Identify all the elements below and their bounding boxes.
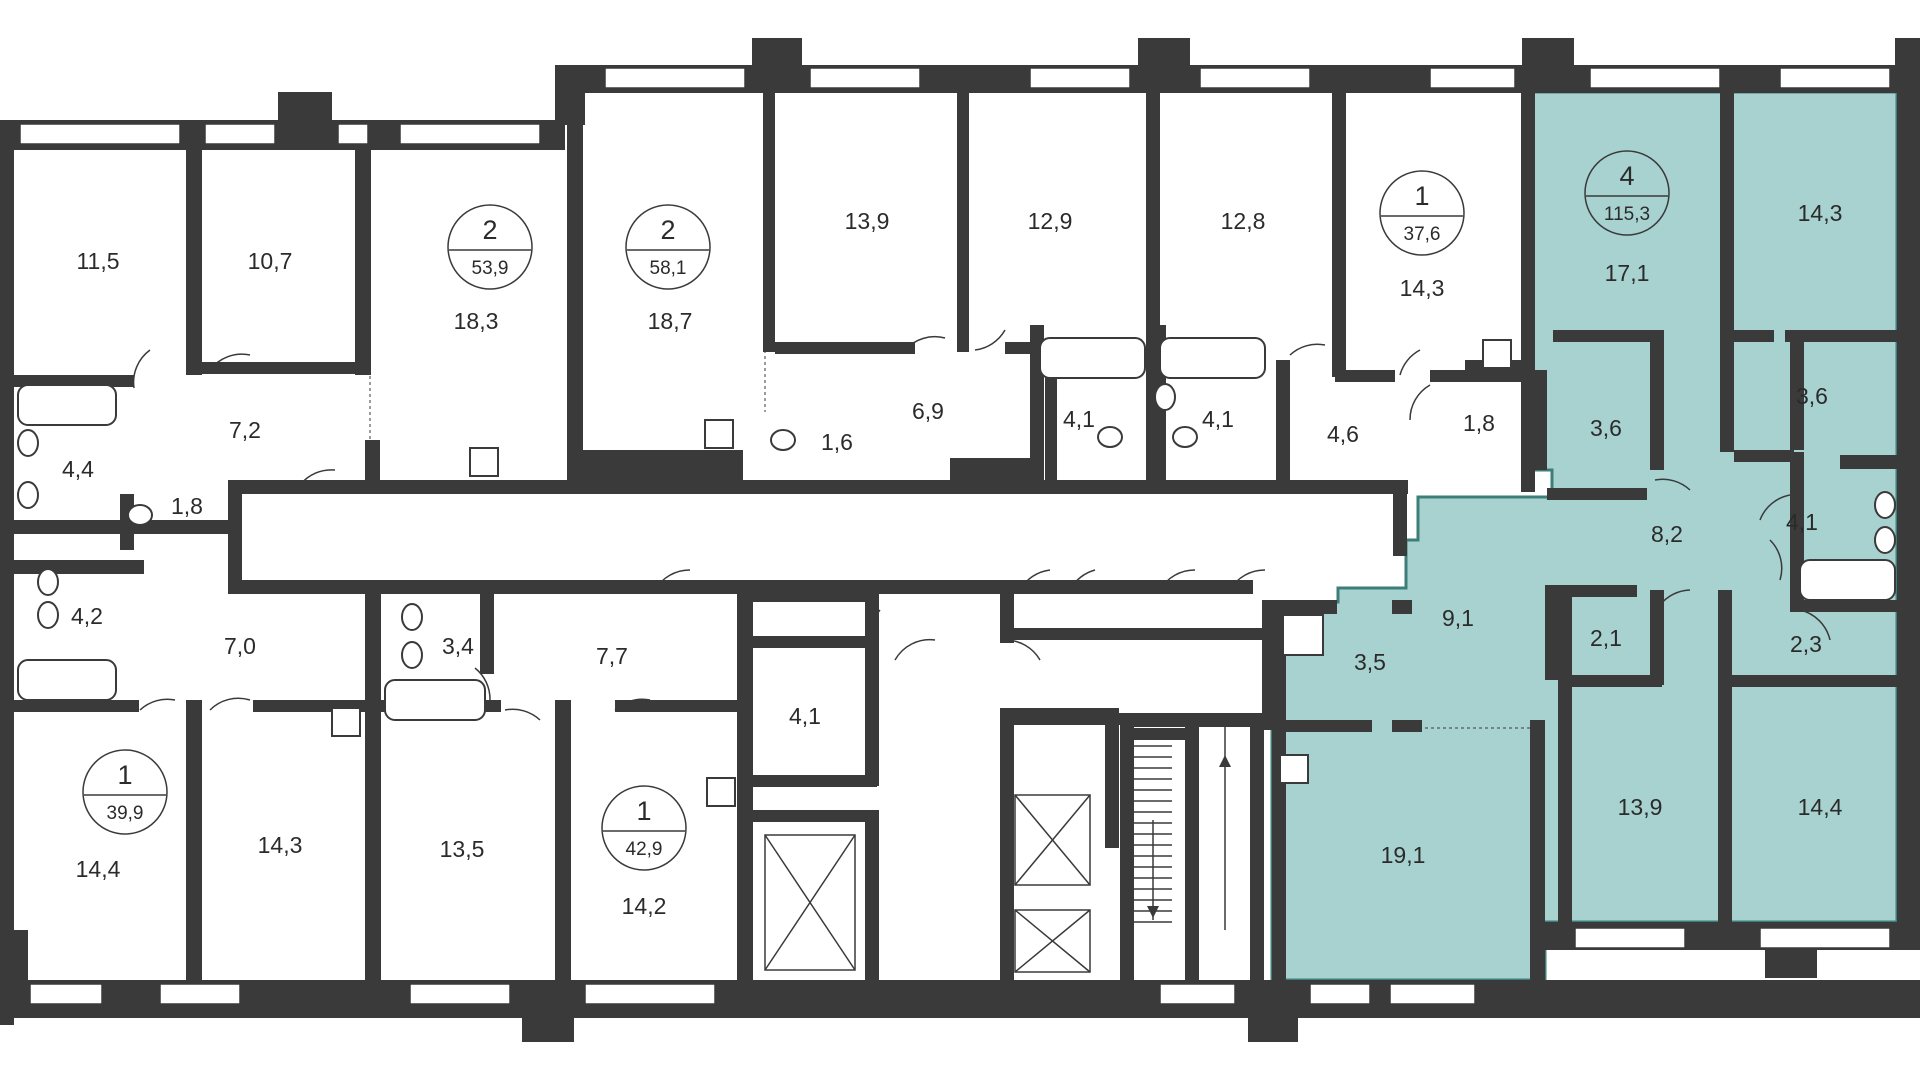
badge-area: 37,6 — [1404, 224, 1441, 245]
room-area-label: 2,3 — [1790, 631, 1822, 657]
room-area-label: 8,2 — [1651, 521, 1683, 547]
room-labels: 11,5 10,7 18,3 18,7 13,9 12,9 12,8 14,3 17,1 14,3… — [62, 200, 1843, 919]
room-area-label: 4,2 — [71, 603, 103, 629]
room-area-label: 14,4 — [1798, 794, 1843, 820]
room-area-label: 3,4 — [442, 633, 474, 659]
room-area-label: 4,1 — [1063, 406, 1095, 432]
stairwell — [764, 720, 1231, 973]
badge-circle — [601, 785, 687, 871]
room-area-label: 14,3 — [1798, 200, 1843, 226]
badge-area: 39,9 — [107, 803, 144, 824]
room-area-label: 3,5 — [1354, 649, 1386, 675]
apartment-badge-apt-1-42[interactable]: 142,9 — [601, 785, 687, 871]
room-area-label: 6,9 — [912, 398, 944, 424]
room-area-label: 17,1 — [1605, 260, 1650, 286]
badge-area: 42,9 — [626, 839, 663, 860]
room-area-label: 11,5 — [76, 248, 119, 274]
apartment-badge-apt-4-115[interactable]: 4 115,3 — [1584, 150, 1670, 236]
room-area-label: 14,3 — [1400, 275, 1445, 301]
room-area-label: 19,1 — [1381, 842, 1426, 868]
room-area-label: 4,4 — [62, 456, 94, 482]
room-area-label: 14,4 — [76, 856, 121, 882]
dashed-lines — [369, 350, 1535, 729]
room-area-label: 4,1 — [789, 703, 821, 729]
room-area-label: 14,3 — [258, 832, 303, 858]
room-area-label: 18,3 — [454, 308, 499, 334]
badge-room-count: 1 — [636, 796, 651, 826]
room-area-label: 13,5 — [440, 836, 485, 862]
room-area-label: 7,2 — [229, 417, 261, 443]
room-area-label: 2,1 — [1590, 625, 1622, 651]
room-area-label: 4,6 — [1327, 421, 1359, 447]
badge-room-count: 1 — [1414, 181, 1429, 211]
badge-room-count: 2 — [660, 215, 675, 245]
badge-area: 53,9 — [472, 258, 509, 279]
room-area-label: 12,9 — [1028, 208, 1073, 234]
room-area-label: 7,7 — [596, 643, 628, 669]
badge-circle — [82, 749, 168, 835]
room-area-label: 18,7 — [648, 308, 693, 334]
room-area-label: 13,9 — [845, 208, 890, 234]
apartment-badge-apt-1-37[interactable]: 137,6 — [1379, 170, 1465, 256]
room-area-label: 10,7 — [248, 248, 293, 274]
room-area-label: 4,1 — [1786, 509, 1818, 535]
room-area-label: 3,6 — [1590, 415, 1622, 441]
windows — [19, 67, 1891, 1005]
badge-circle — [1584, 150, 1670, 236]
badge-circle — [625, 204, 711, 290]
badge-room-count: 4 — [1619, 161, 1634, 191]
apartment-badge-apt-2-58[interactable]: 258,1 — [625, 204, 711, 290]
room-area-label: 3,6 — [1796, 383, 1828, 409]
room-area-label: 14,2 — [622, 893, 667, 919]
room-area-label: 13,9 — [1618, 794, 1663, 820]
room-area-label: 9,1 — [1442, 605, 1474, 631]
room-area-label: 1,8 — [1463, 410, 1495, 436]
fixtures — [17, 337, 1896, 807]
room-area-label: 12,8 — [1221, 208, 1266, 234]
badge-circle — [447, 204, 533, 290]
badge-room-count: 2 — [482, 215, 497, 245]
doors — [132, 329, 1831, 721]
apartment-badge-apt-2-53[interactable]: 253,9 — [447, 204, 533, 290]
badge-area: 58,1 — [650, 258, 687, 279]
room-area-label: 1,6 — [821, 429, 853, 455]
badge-area: 115,3 — [1604, 204, 1650, 225]
room-area-label: 4,1 — [1202, 406, 1234, 432]
room-area-label: 1,8 — [171, 493, 203, 519]
room-area-label: 7,0 — [224, 633, 256, 659]
badge-room-count: 1 — [117, 760, 132, 790]
badge-circle — [1379, 170, 1465, 256]
apartment-badge-apt-1-39[interactable]: 139,9 — [82, 749, 168, 835]
